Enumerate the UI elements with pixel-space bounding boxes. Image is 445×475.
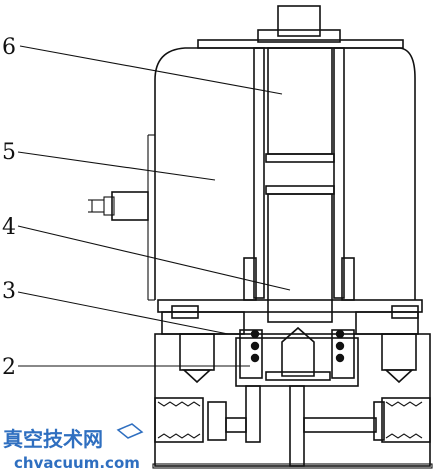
watermark-url: chvacuum.com [14, 454, 140, 472]
label-4: 4 [2, 215, 16, 240]
leader-lines [17, 45, 291, 367]
seat-flange [157, 299, 423, 335]
label-2: 2 [2, 355, 16, 380]
guide-tube [243, 47, 355, 301]
fixed-core [265, 47, 335, 163]
top-cap [197, 5, 404, 49]
electrical-connector [88, 191, 149, 221]
valve-body [152, 333, 433, 469]
watermark-mouse-icon [116, 423, 144, 439]
label-3: 3 [2, 279, 16, 304]
label-6: 6 [2, 35, 16, 60]
coil-housing [147, 47, 416, 301]
watermark-cn: 真空技术网 [3, 427, 103, 451]
moving-plunger [265, 185, 335, 323]
label-5: 5 [2, 140, 16, 165]
valve-seal [239, 326, 355, 381]
